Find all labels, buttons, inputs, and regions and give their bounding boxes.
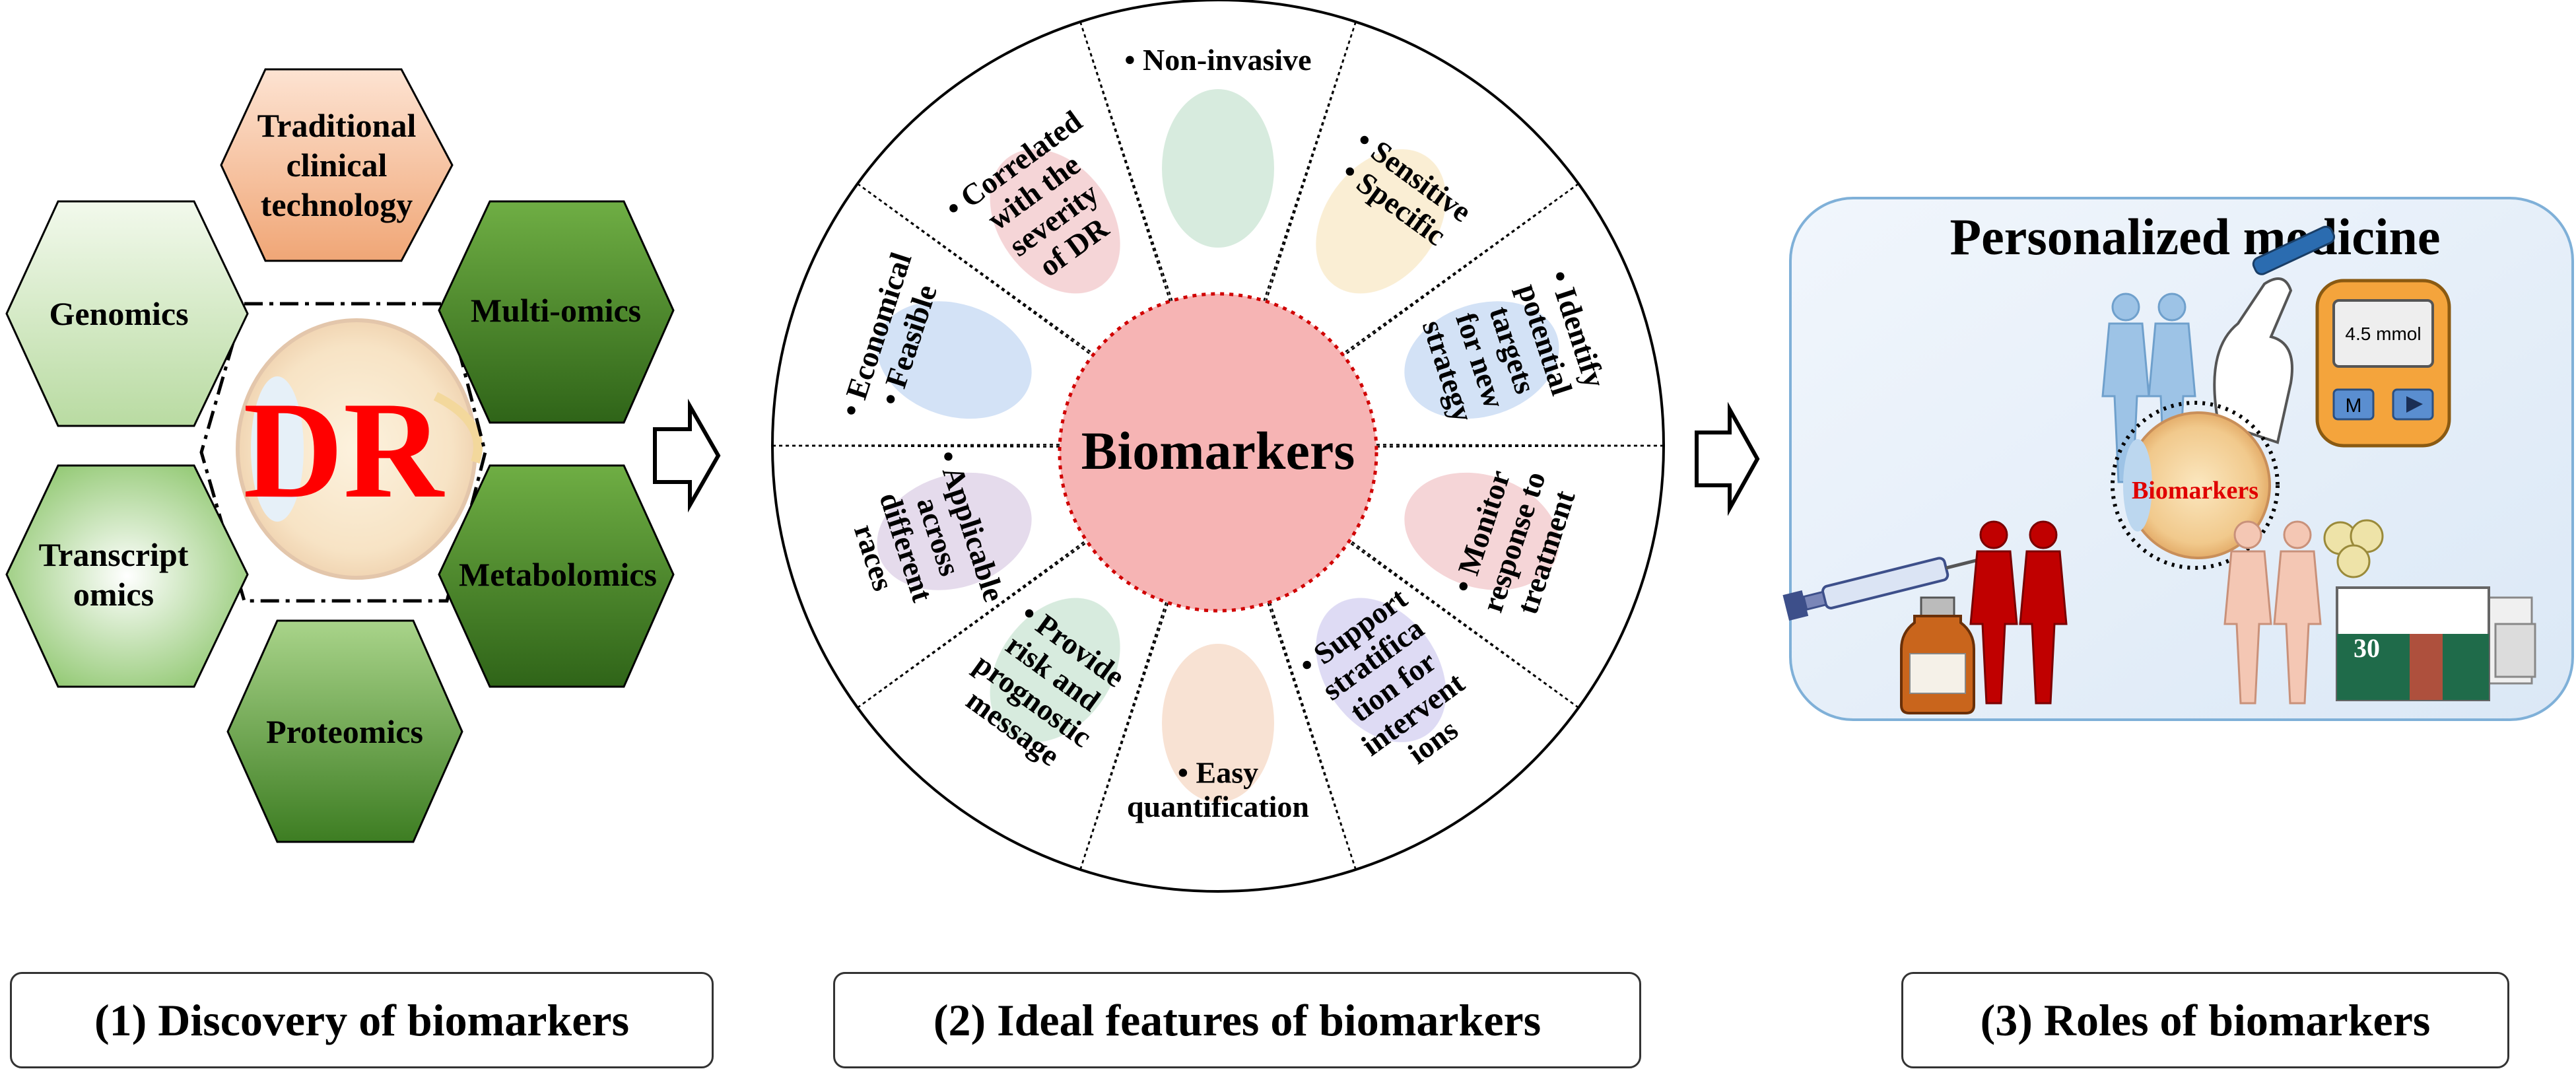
- hex-proteomics-line: Proteomics: [266, 713, 423, 750]
- hex-multiomics-line: Multi-omics: [471, 292, 641, 329]
- faded-illustration: [1162, 89, 1274, 248]
- faded-illustration: [877, 301, 1032, 419]
- hex-metabolomics-line: Metabolomics: [459, 556, 657, 593]
- hex-traditional-line: technology: [261, 186, 413, 223]
- meter-button-m: M: [2346, 395, 2362, 417]
- hex-genomics: Genomics: [5, 200, 249, 427]
- arrow-right-1: [653, 398, 721, 513]
- medicine-box-number-30: 30: [2354, 633, 2380, 663]
- hex-transcriptomics-line: Transcript: [39, 536, 189, 573]
- caption-ideal-features: (2) Ideal features of biomarkers: [833, 972, 1641, 1068]
- glucose-meter-icon: 4.5 mmol M: [2315, 279, 2451, 448]
- meter-reading: 4.5 mmol: [2345, 324, 2421, 344]
- eye-illustration: [236, 318, 483, 580]
- hex-multiomics-text: Multi-omics: [471, 292, 641, 329]
- eye-biomarkers-label: Biomarkers: [2132, 477, 2258, 504]
- hex-metabolomics: Metabolomics: [438, 464, 675, 688]
- medicine-box-icon: 8 30: [2336, 586, 2536, 701]
- dr-label: DR: [243, 374, 445, 527]
- faded-illustration: [1316, 598, 1446, 742]
- faded-illustration: [990, 149, 1120, 294]
- human-figures-pink: [2223, 520, 2322, 705]
- panel-ideal-features: • Non-invasive• Sensitive• Specific• Ide…: [771, 0, 1665, 893]
- insulin-pen-hand-icon: [2213, 225, 2336, 444]
- sector-noninvasive: • Non-invasive: [1124, 43, 1311, 77]
- biomarkers-hub-label: Biomarkers: [1081, 421, 1355, 481]
- human-figures-red: [1969, 520, 2068, 705]
- faded-illustration: [990, 598, 1120, 742]
- hex-multiomics: Multi-omics: [438, 200, 675, 424]
- hex-genomics-line: Genomics: [49, 295, 188, 332]
- faded-illustration: [1404, 472, 1559, 590]
- faded-illustration: [1316, 149, 1446, 294]
- biomarkers-hub: [1058, 292, 1378, 613]
- sector-easy-line: • Easy: [1178, 755, 1258, 789]
- medicine-vial-icon: [1900, 596, 1975, 714]
- hex-proteomics-text: Proteomics: [266, 713, 423, 750]
- faded-illustration: [1162, 644, 1274, 802]
- hex-traditional-line: clinical: [287, 147, 388, 184]
- hex-transcriptomics-line: omics: [73, 576, 154, 613]
- hex-proteomics: Proteomics: [226, 619, 463, 843]
- wheel-background-illustrations: [877, 89, 1559, 802]
- biomarkers-eye: Biomarkers: [2111, 401, 2280, 570]
- hex-genomics-text: Genomics: [49, 295, 188, 332]
- hex-traditional-line: Traditional: [257, 107, 417, 144]
- sector-easy-line: quantification: [1127, 790, 1309, 823]
- personalized-medicine-title: Personalized medicine: [1949, 208, 2440, 265]
- dr-hexagon-frame: [199, 302, 487, 603]
- caption-discovery: (1) Discovery of biomarkers: [10, 972, 714, 1068]
- faded-illustration: [1404, 301, 1559, 419]
- hex-metabolomics-text: Metabolomics: [459, 556, 657, 593]
- panel-roles: Personalized medicine 4.5 mmol M Biomark…: [1782, 197, 2574, 721]
- pills-icon: [2323, 519, 2384, 578]
- caption-roles: (3) Roles of biomarkers: [1901, 972, 2509, 1068]
- sector-noninvasive-line: • Non-invasive: [1124, 43, 1311, 77]
- faded-illustration: [877, 472, 1032, 590]
- arrow-right-2: [1695, 401, 1760, 516]
